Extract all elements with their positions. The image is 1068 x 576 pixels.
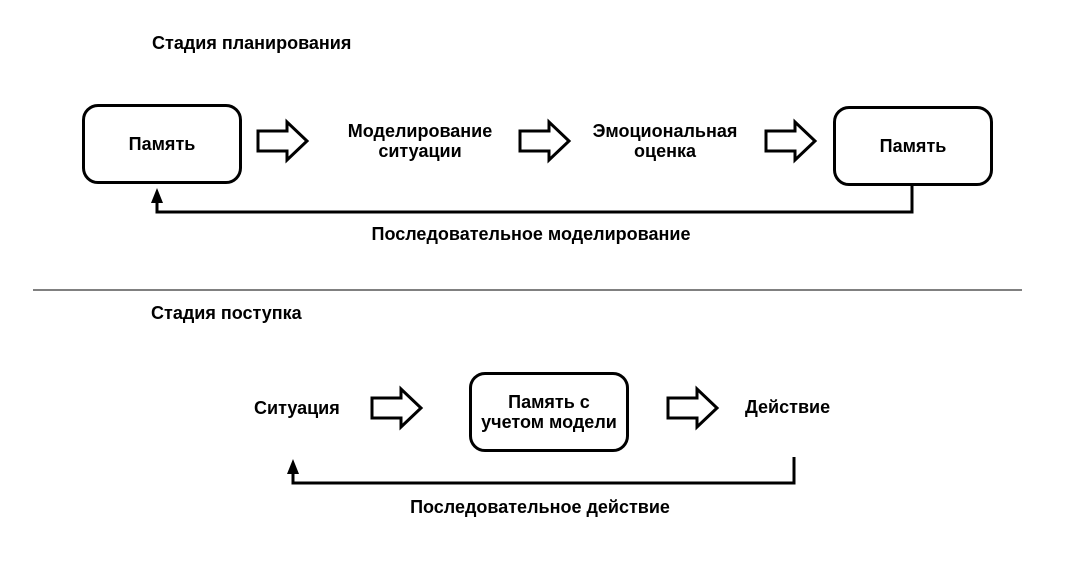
memory-box-end: Память: [833, 106, 993, 186]
memory-with-model-text: Память с учетом модели: [481, 392, 617, 432]
block-arrow-5: [666, 385, 720, 431]
memory-with-model-line-2: учетом модели: [481, 412, 617, 432]
sequential-modeling-label: Последовательное моделирование: [371, 224, 691, 244]
memory-box-end-label: Память: [879, 136, 947, 156]
block-arrow-1: [256, 118, 310, 164]
block-arrow-3: [764, 118, 818, 164]
feedback-arrowhead-planning: [151, 188, 163, 203]
feedback-arrowhead-action: [287, 459, 299, 474]
modeling-situation-label: Моделирование ситуации: [348, 121, 492, 161]
modeling-line-1: Моделирование: [347, 121, 493, 141]
emotion-line-1: Эмоциональная: [592, 121, 738, 141]
emotion-line-2: оценка: [634, 141, 696, 161]
memory-with-model-box: Память с учетом модели: [469, 372, 629, 452]
planning-stage-title: Стадия планирования: [152, 33, 352, 53]
block-arrow-4: [370, 385, 424, 431]
feedback-line-planning: [155, 186, 914, 214]
situation-label: Ситуация: [254, 398, 340, 418]
emotional-evaluation-label: Эмоциональная оценка: [593, 121, 738, 161]
modeling-line-2: ситуации: [378, 141, 462, 161]
sequential-action-label: Последовательное действие: [410, 497, 670, 517]
memory-with-model-line-1: Память с: [508, 392, 590, 412]
memory-box-start: Память: [82, 104, 242, 184]
memory-box-start-label: Память: [128, 134, 196, 154]
feedback-line-action: [291, 457, 796, 485]
block-arrow-2: [518, 118, 572, 164]
action-label: Действие: [745, 397, 831, 417]
action-stage-title: Стадия поступка: [151, 303, 302, 323]
